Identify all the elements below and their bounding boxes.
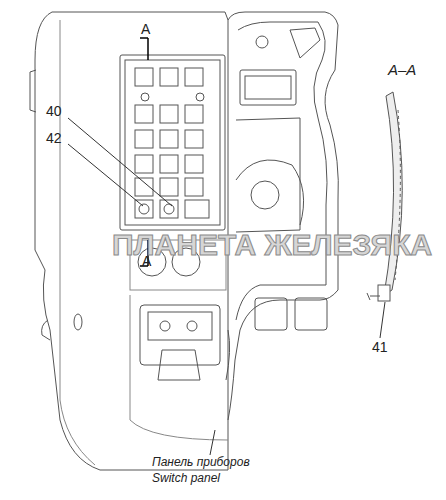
section-mark: A	[141, 22, 150, 37]
callout-number: 40	[46, 104, 62, 119]
switch-key	[135, 68, 153, 86]
switch-key	[185, 68, 203, 86]
switch-key	[160, 68, 178, 86]
switch-key	[185, 130, 203, 148]
watermark: ПЛАНЕТА ЖЕЛЕЗЯКА	[112, 228, 432, 261]
switch-key	[135, 130, 153, 148]
switch-key	[160, 105, 178, 123]
callout-number: 42	[46, 131, 62, 146]
switch-key	[135, 105, 153, 123]
callout-number: 41	[372, 340, 388, 355]
switch-key	[160, 130, 178, 148]
caption-line: Switch panel	[152, 472, 220, 485]
section-title: A–A	[388, 62, 416, 79]
switch-key	[160, 155, 178, 173]
caption-line: Панель приборов	[152, 456, 250, 469]
switch-key	[185, 105, 203, 123]
switch-key	[135, 155, 153, 173]
switch-key	[185, 178, 203, 196]
switch-key	[185, 155, 203, 173]
switch-key	[160, 178, 178, 196]
